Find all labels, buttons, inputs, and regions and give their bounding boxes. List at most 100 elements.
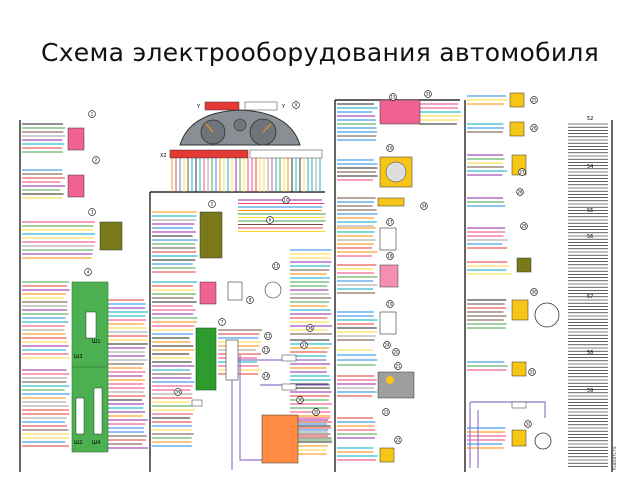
callout-number: 15 bbox=[390, 94, 396, 99]
connector-box-3 bbox=[227, 281, 243, 301]
callout-number: 33 bbox=[425, 91, 431, 96]
callout-number: 39 bbox=[175, 389, 181, 394]
relay-3 bbox=[199, 281, 217, 305]
callout-circle bbox=[394, 436, 402, 444]
callout-circle bbox=[262, 372, 270, 380]
connector-box-4 bbox=[225, 339, 239, 381]
fuse-2 bbox=[281, 383, 297, 391]
callout-circle bbox=[383, 341, 391, 349]
fuse-4 bbox=[191, 399, 203, 407]
callout-circle bbox=[528, 368, 536, 376]
callout-number: 27 bbox=[519, 169, 525, 174]
cluster-connector-top-red bbox=[204, 101, 240, 111]
page-title: Схема электрооборудования автомобиля bbox=[40, 38, 600, 67]
label-sh1: Ш1 bbox=[92, 339, 101, 345]
callout-number: 32 bbox=[525, 421, 531, 426]
label-y-right: Y bbox=[281, 104, 286, 110]
callout-circle bbox=[174, 388, 182, 396]
callout-circle bbox=[272, 262, 280, 270]
cluster-connector-top-white bbox=[244, 101, 278, 111]
callout-circle bbox=[306, 324, 314, 332]
relay-4 bbox=[379, 264, 399, 288]
fuse-3 bbox=[511, 401, 527, 409]
callout-number: 20 bbox=[393, 349, 399, 354]
diagram-frames bbox=[19, 99, 613, 472]
callout-number: 14 bbox=[263, 373, 269, 378]
callout-circle bbox=[262, 346, 270, 354]
callout-number: 34 bbox=[421, 203, 427, 208]
relay-block-top bbox=[379, 99, 421, 125]
callout-number: 37 bbox=[301, 342, 307, 347]
callout-circle bbox=[392, 348, 400, 356]
callout-circle bbox=[516, 188, 524, 196]
callout-circle bbox=[292, 101, 300, 109]
yellow-lamp-1 bbox=[509, 92, 525, 108]
wire bbox=[239, 355, 262, 461]
wire-bundles bbox=[22, 95, 546, 470]
relay-2 bbox=[67, 174, 85, 198]
callout-number: 11 bbox=[273, 263, 279, 268]
label-sh4: Ш4 bbox=[92, 440, 101, 446]
relay-1 bbox=[67, 127, 85, 151]
callout-circle bbox=[246, 296, 254, 304]
callout-number: 12 bbox=[265, 333, 271, 338]
callout-number: 13 bbox=[263, 347, 269, 352]
wire bbox=[469, 401, 546, 468]
callout-circle bbox=[88, 208, 96, 216]
callout-number: 19 bbox=[387, 301, 393, 306]
callout-number: 26 bbox=[531, 125, 537, 130]
callout-circle bbox=[386, 144, 394, 152]
callout-circle bbox=[520, 222, 528, 230]
callout-circle bbox=[524, 420, 532, 428]
callout-number: 24 bbox=[384, 342, 390, 347]
callout-circle bbox=[530, 288, 538, 296]
connector-round bbox=[264, 281, 282, 299]
callout-number: 10 bbox=[283, 197, 289, 202]
callout-number: 7 bbox=[221, 319, 224, 324]
callout-circle bbox=[382, 408, 390, 416]
callout-number: 2 bbox=[95, 157, 98, 162]
callout-number: 38 bbox=[307, 325, 313, 330]
callout-number: 16 bbox=[387, 145, 393, 150]
motor-right bbox=[534, 302, 560, 328]
callout-circle bbox=[530, 96, 538, 104]
cluster-connector-x2-white bbox=[249, 149, 323, 159]
callout-number: 8 bbox=[249, 297, 252, 302]
label-x2: X2 bbox=[160, 153, 167, 159]
yellow-lamp-2 bbox=[509, 121, 525, 137]
callout-number: 30 bbox=[531, 289, 537, 294]
fuse-1 bbox=[281, 354, 297, 362]
section-label: 55 bbox=[587, 208, 593, 214]
callout-circle bbox=[420, 202, 428, 210]
orange-block bbox=[261, 414, 299, 464]
callout-number: 36 bbox=[297, 397, 303, 402]
section-label: 54 bbox=[587, 164, 593, 170]
green-module bbox=[195, 327, 217, 391]
callout-circle bbox=[266, 216, 274, 224]
callout-circle bbox=[389, 93, 397, 101]
callout-number: 3 bbox=[91, 209, 94, 214]
olive-module-left bbox=[99, 221, 123, 251]
callout-number: 22 bbox=[395, 437, 401, 442]
yellow-sensor-bar bbox=[377, 197, 405, 207]
connector-box-2 bbox=[379, 311, 397, 335]
fuses bbox=[191, 354, 527, 409]
callout-circle bbox=[296, 396, 304, 404]
callout-number: 25 bbox=[531, 97, 537, 102]
callout-number: 18 bbox=[387, 253, 393, 258]
callout-circle bbox=[282, 196, 290, 204]
fuel-gauge bbox=[233, 118, 247, 132]
olive-module-right bbox=[516, 257, 532, 273]
section-label: 59 bbox=[587, 388, 593, 394]
yellow-lamp-6 bbox=[511, 429, 527, 447]
section-label: 56 bbox=[587, 234, 593, 240]
callout-number: 1 bbox=[91, 111, 94, 116]
callout-circle bbox=[208, 200, 216, 208]
callout-circle bbox=[84, 268, 92, 276]
components: Ш3 Ш1 Ш2 Ш4 bbox=[67, 92, 560, 464]
callout-circle bbox=[92, 156, 100, 164]
yellow-lamp-5 bbox=[511, 361, 527, 377]
label-sh2: Ш2 bbox=[74, 440, 83, 446]
